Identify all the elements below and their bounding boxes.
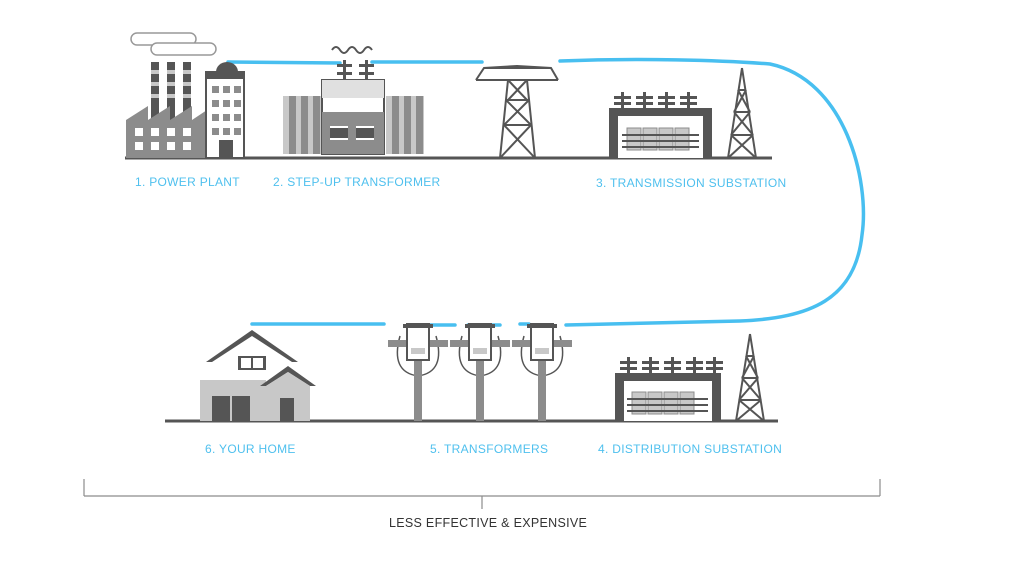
stage-label-power-plant: 1. POWER PLANT <box>135 175 240 189</box>
stage-label-transmission-substation: 3. TRANSMISSION SUBSTATION <box>596 176 787 190</box>
lattice-tower-icon <box>735 333 765 422</box>
cloud-icon <box>130 32 217 56</box>
stage-label-transformers: 5. TRANSFORMERS <box>430 442 549 456</box>
lattice-tower-icon <box>727 67 757 159</box>
distribution-substation-icon <box>615 357 723 421</box>
power-plant-icon <box>126 32 245 159</box>
bracket-label: LESS EFFECTIVE & EXPENSIVE <box>389 516 588 530</box>
bracket <box>83 479 881 509</box>
transmission-substation-icon <box>609 92 712 158</box>
stage-label-step-up-transformer: 2. STEP-UP TRANSFORMER <box>273 175 441 189</box>
stage-label-your-home: 6. YOUR HOME <box>205 442 296 456</box>
stage-label-distribution-substation: 4. DISTRIBUTION SUBSTATION <box>598 442 783 456</box>
step-up-transformer-icon <box>283 46 424 155</box>
pole-transformers-icon <box>388 323 572 421</box>
transmission-tower-icon <box>475 64 559 159</box>
pole-transformer-3 <box>512 323 572 421</box>
pole-transformer-2 <box>450 323 510 421</box>
pole-transformer-1 <box>388 323 448 421</box>
house-icon <box>200 330 316 421</box>
